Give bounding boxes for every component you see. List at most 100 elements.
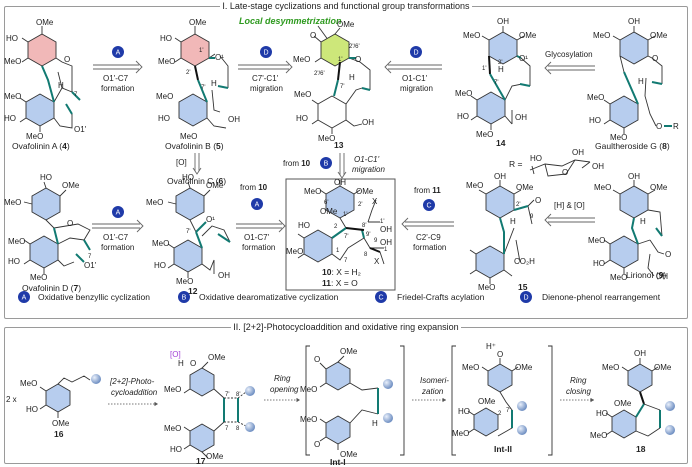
compound-14: OH MeO OMe O¹ 1' 2' H 7' MeO HO OH MeO 1… [455, 17, 537, 148]
badge-a [112, 46, 124, 58]
compound-ovafolinin-a: OMe HO MeO O H 7 MeO HO MeO O1' Ovafolin… [4, 18, 87, 151]
svg-text:MeO: MeO [152, 239, 169, 248]
svg-text:formation: formation [413, 243, 446, 252]
svg-text:HO: HO [26, 405, 38, 414]
svg-text:MeO: MeO [304, 187, 321, 196]
svg-text:OH: OH [494, 172, 506, 181]
svg-text:2: 2 [498, 411, 502, 417]
step-photocycloaddition: [2+2]-Photo- cycloaddition [108, 377, 158, 407]
svg-text:MeO: MeO [466, 181, 483, 190]
intermediate-int-ii: H⁺ O MeO OMe OMe 7' 2 HO MeO Int-II [451, 342, 553, 456]
svg-text:MeO: MeO [146, 198, 163, 207]
svg-text:O: O [355, 55, 361, 64]
svg-text:7: 7 [88, 254, 92, 260]
svg-text:HO: HO [296, 114, 308, 123]
svg-text:X: X [374, 257, 380, 266]
svg-text:Oxidative dearomatizative cycl: Oxidative dearomatizative cyclization [199, 292, 339, 302]
svg-text:OH: OH [515, 113, 527, 122]
svg-text:OMe: OMe [340, 450, 358, 459]
svg-text:O: O [562, 168, 568, 177]
compound-ovafolinin-b: OMe HO MeO O¹ 1' 2' 7' H MeO HO OH MeO O… [156, 18, 240, 151]
svg-text:Isomeri-: Isomeri- [420, 376, 449, 385]
compound-ovafolinin-d: HO OMe MeO O 7 MeO HO O1' MeO Ovafolinin… [4, 173, 97, 293]
step-isomerization: Isomeri- zation [412, 376, 449, 403]
svg-text:8': 8' [236, 392, 240, 398]
svg-text:OH: OH [592, 162, 604, 171]
svg-text:H: H [372, 419, 378, 428]
svg-text:[O]: [O] [176, 158, 187, 167]
svg-text:MeO: MeO [286, 247, 303, 256]
svg-text:B: B [324, 161, 329, 168]
svg-text:2': 2' [516, 202, 520, 208]
panel-photocycloaddition: II. [2+2]-Photocycloaddition and oxidati… [4, 322, 688, 464]
svg-text:MeO: MeO [476, 130, 493, 139]
arrow-d-to-12: A O1'-C7 formation [92, 206, 144, 252]
aromatic-ring-pink [27, 33, 57, 67]
svg-text:7': 7' [186, 229, 190, 235]
svg-text:A: A [116, 210, 121, 217]
svg-text:MeO: MeO [462, 363, 479, 372]
svg-text:1: 1 [384, 247, 388, 253]
svg-text:MeO: MeO [180, 132, 197, 141]
svg-text:H: H [638, 77, 644, 86]
svg-text:MeO: MeO [158, 57, 175, 66]
svg-text:C2'-C9: C2'-C9 [416, 233, 441, 242]
svg-text:O: O [497, 350, 503, 359]
compound-13: Local desymmetrization O OMe MeO 2'/6' 2… [239, 16, 374, 150]
svg-text:7: 7 [225, 426, 229, 432]
svg-text:OMe: OMe [208, 353, 226, 362]
svg-text:Ring: Ring [570, 376, 587, 385]
svg-text:O: O [665, 250, 671, 259]
svg-text:MeO: MeO [4, 92, 21, 101]
svg-text:D: D [523, 295, 528, 302]
svg-text:Ovafolinin D (7): Ovafolinin D (7) [22, 283, 81, 293]
svg-text:7': 7' [340, 84, 344, 90]
arrow-15-to-box: from 11 C C2'-C9 formation [401, 186, 454, 252]
svg-text:HO: HO [4, 114, 16, 123]
svg-text:O¹: O¹ [206, 215, 215, 224]
svg-text:8': 8' [362, 223, 366, 229]
svg-text:OMe: OMe [36, 18, 54, 27]
svg-text:9: 9 [530, 214, 534, 220]
svg-text:OH: OH [497, 17, 509, 26]
arrow-a-to-b: A O1'-C7 formation [93, 46, 143, 93]
svg-text:D: D [413, 50, 418, 57]
svg-text:11: X = O: 11: X = O [322, 278, 358, 288]
svg-text:Ovafolinin A (4): Ovafolinin A (4) [12, 141, 70, 151]
svg-text:HO: HO [530, 154, 542, 163]
svg-text:formation: formation [101, 84, 134, 93]
svg-text:[H] & [O]: [H] & [O] [554, 201, 585, 210]
svg-text:2': 2' [358, 202, 362, 208]
svg-text:HO: HO [6, 34, 18, 43]
svg-text:MeO: MeO [26, 132, 43, 141]
svg-text:MeO: MeO [164, 385, 181, 394]
svg-text:migration: migration [250, 84, 283, 93]
svg-text:HO: HO [182, 173, 194, 182]
svg-text:OMe: OMe [654, 363, 672, 372]
svg-text:OH: OH [656, 272, 668, 281]
svg-text:OH: OH [362, 118, 374, 127]
arrow-glycosylation: Glycosylation [544, 50, 595, 75]
svg-text:HO: HO [596, 409, 608, 418]
svg-text:Ovafolinin B (5): Ovafolinin B (5) [165, 141, 224, 151]
svg-text:MeO: MeO [4, 198, 21, 207]
svg-text:MeO: MeO [30, 273, 47, 282]
r-group-sugar: R = HO O OH OH [509, 148, 604, 177]
svg-text:MeO: MeO [4, 57, 21, 66]
svg-text:HO: HO [158, 114, 170, 123]
svg-text:HO: HO [589, 116, 601, 125]
svg-text:C: C [426, 203, 431, 210]
svg-text:OMe: OMe [519, 31, 537, 40]
panel-late-stage: I. Late-stage cyclizations and functiona… [4, 1, 688, 319]
svg-text:7: 7 [74, 92, 78, 98]
svg-text:OH: OH [334, 178, 346, 187]
legend: A Oxidative benzyllic cyclization B Oxid… [18, 291, 661, 303]
svg-text:OMe: OMe [650, 183, 668, 192]
svg-text:7': 7' [506, 408, 510, 414]
svg-text:A: A [116, 50, 121, 57]
svg-text:OH: OH [634, 349, 646, 358]
svg-text:R =: R = [509, 159, 523, 169]
svg-text:HO: HO [8, 257, 20, 266]
svg-text:10: X = H₂: 10: X = H₂ [322, 267, 361, 277]
svg-text:O: O [314, 440, 320, 449]
